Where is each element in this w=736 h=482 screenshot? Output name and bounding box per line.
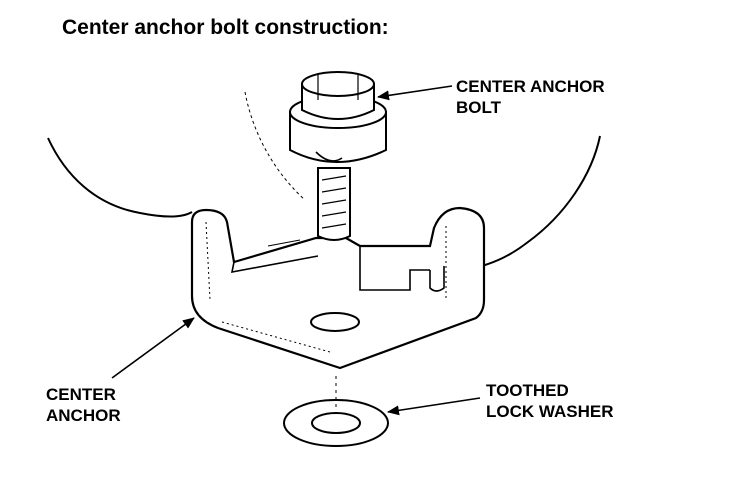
- washer-label-line1: TOOTHED: [486, 381, 569, 400]
- mounting-body: [47, 91, 601, 267]
- washer-leader-arrow: [387, 397, 481, 416]
- center-anchor-label: CENTER ANCHOR: [46, 384, 121, 426]
- toothed-lock-washer-label: TOOTHED LOCK WASHER: [486, 380, 614, 422]
- bolt-hole: [310, 312, 360, 332]
- washer-label-line2: LOCK WASHER: [486, 402, 614, 421]
- anchor-label-line2: ANCHOR: [46, 406, 121, 425]
- center-anchor-bolt-label: CENTER ANCHOR BOLT: [456, 76, 605, 118]
- anchor-bolt: [289, 71, 387, 241]
- bolt-label-line1: CENTER ANCHOR: [456, 77, 605, 96]
- anchor-label-line1: CENTER: [46, 385, 116, 404]
- center-anchor-bracket: [190, 206, 486, 370]
- bracket-inner-details: [205, 221, 447, 353]
- bolt-label-line2: BOLT: [456, 98, 502, 117]
- anchor-leader-arrow: [111, 317, 195, 379]
- bolt-leader-arrow: [377, 85, 453, 101]
- diagram-title: Center anchor bolt construction:: [62, 16, 389, 39]
